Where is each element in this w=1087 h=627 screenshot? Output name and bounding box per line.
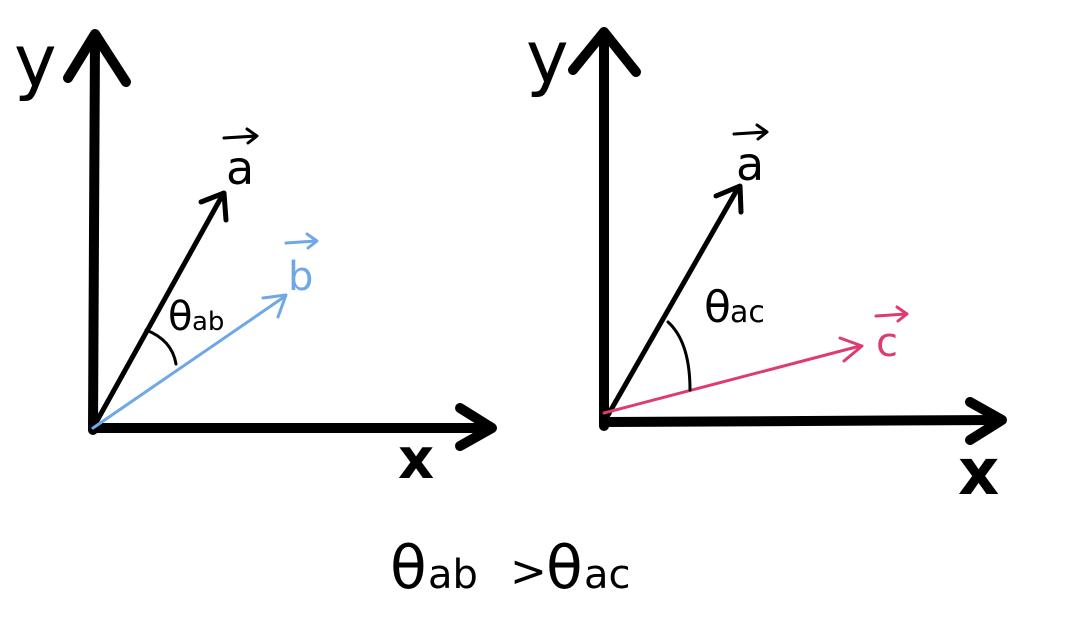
left-x-axis-label: x	[398, 427, 434, 492]
right-x-axis	[599, 397, 1007, 445]
right-diagram: y x a c θ ac	[526, 15, 1007, 510]
left-vector-a-over-arrow	[222, 127, 259, 145]
right-angle-subscript: ac	[730, 295, 765, 330]
left-diagram: y x a b θ ab	[14, 19, 497, 492]
left-vector-b-over-arrow	[284, 232, 319, 250]
right-y-axis	[568, 27, 641, 431]
left-vector-b	[91, 293, 288, 430]
right-vector-c	[602, 336, 864, 415]
left-angle-symbol: θ	[168, 294, 192, 340]
right-angle-label: θ ac	[704, 282, 765, 333]
left-angle-arc	[144, 328, 178, 366]
left-y-axis-label: y	[14, 19, 57, 103]
caption-left-subscript: ab	[428, 552, 478, 598]
caption-left-symbol: θ	[390, 533, 427, 603]
left-x-axis	[88, 403, 497, 451]
right-vector-a-label: a	[736, 137, 764, 191]
right-angle-symbol: θ	[704, 282, 731, 333]
left-vector-a	[90, 190, 229, 431]
right-vector-a	[601, 183, 744, 425]
caption-right-symbol: θ	[546, 533, 583, 603]
right-y-axis-label: y	[526, 15, 569, 99]
left-vector-b-label: b	[288, 254, 313, 300]
left-angle-label: θ ab	[168, 294, 224, 340]
left-angle-subscript: ab	[192, 307, 224, 337]
left-y-axis	[63, 29, 131, 435]
caption-operator: >	[510, 546, 547, 597]
right-vector-a-over-arrow	[732, 123, 769, 141]
right-angle-arc	[666, 320, 692, 392]
caption: θ ab > θ ac	[390, 533, 631, 603]
left-vector-a-label: a	[226, 141, 254, 195]
right-x-axis-label: x	[958, 436, 999, 510]
right-vector-c-over-arrow	[874, 305, 909, 323]
caption-right-subscript: ac	[584, 552, 631, 598]
right-vector-c-label: c	[876, 320, 898, 366]
